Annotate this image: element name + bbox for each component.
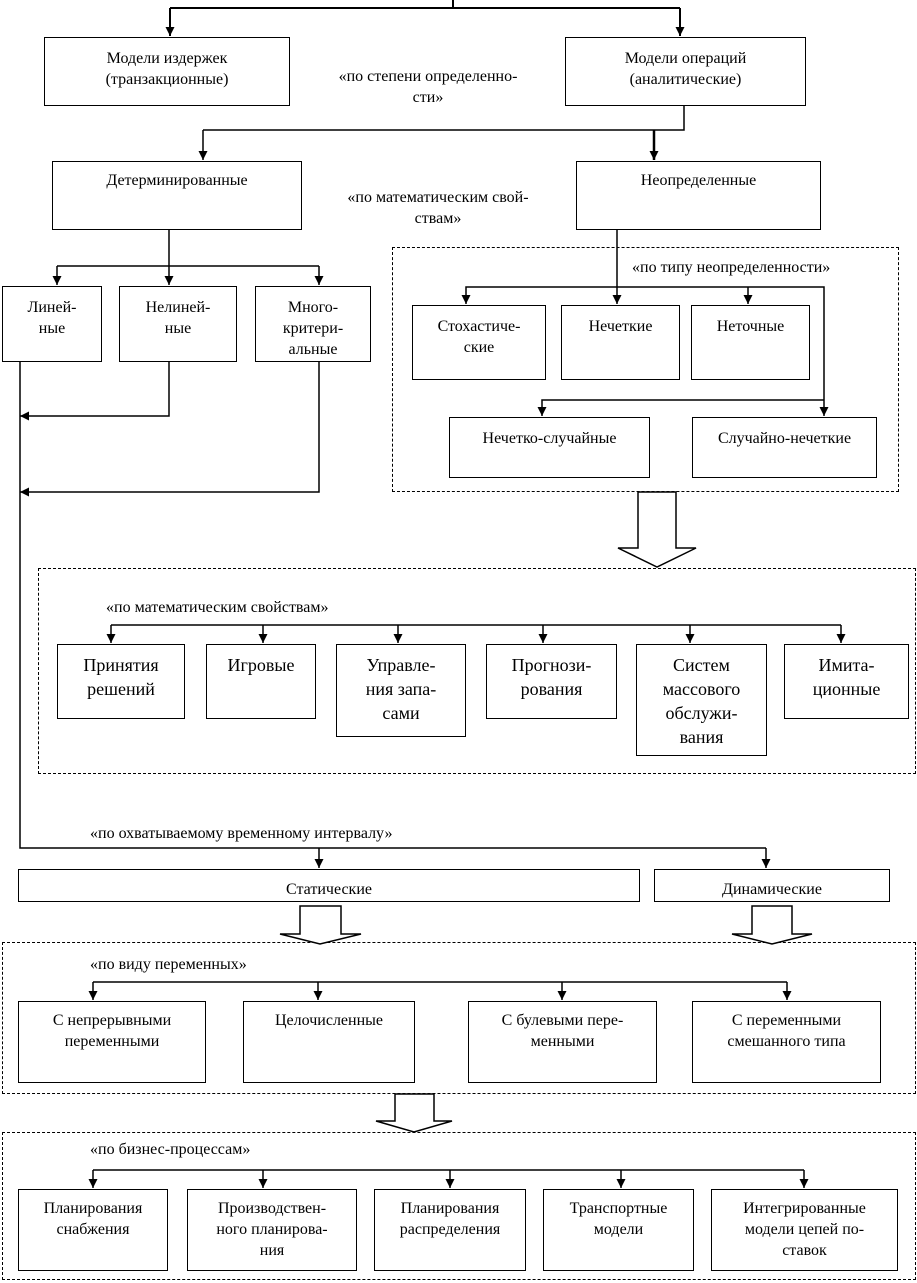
- continuous-box: С непрерывными переменными: [18, 1001, 206, 1083]
- uncertain-box: Неопределенные: [576, 161, 821, 230]
- determined-box: Детерминированные: [52, 161, 302, 230]
- game-box: Игровые: [206, 644, 316, 719]
- simulation-box: Имита- ционные: [784, 644, 909, 719]
- boolean-box: С булевыми пере- менными: [468, 1001, 657, 1083]
- decision-box: Принятия решений: [57, 644, 185, 719]
- cost-models-box: Модели издержек (транзакционные): [44, 37, 290, 106]
- integer-box: Целочисленные: [243, 1001, 415, 1083]
- criterion-certainty-label: «по степени определенно- сти»: [338, 68, 518, 106]
- stochastic-box: Стохастиче- ские: [412, 305, 546, 380]
- operation-models-box: Модели операций (аналитические): [565, 37, 806, 106]
- static-box: Статические: [18, 869, 640, 902]
- multicriteria-box: Много- критери- альные: [255, 286, 371, 362]
- supply-planning-box: Планирования снабжения: [18, 1189, 168, 1271]
- production-planning-box: Производствен- ного планирова- ния: [187, 1189, 357, 1271]
- variable-type-group: [2, 942, 916, 1094]
- fuzzy-box: Нечеткие: [561, 305, 680, 380]
- business-process-group: [2, 1132, 916, 1280]
- criterion-math-label-1: «по математическим свой- ствам»: [347, 189, 529, 227]
- distribution-planning-box: Планирования распределения: [374, 1189, 526, 1271]
- mixed-box: С переменными смешанного типа: [692, 1001, 881, 1083]
- transport-models-box: Транспортные модели: [543, 1189, 694, 1271]
- criterion-math-label-2: «по математическим свойствам»: [106, 599, 329, 616]
- criterion-business-label: «по бизнес-процессам»: [90, 1141, 251, 1158]
- integrated-supply-chain-box: Интегрированные модели цепей по- ставок: [711, 1189, 898, 1271]
- linear-box: Линей- ные: [2, 286, 102, 362]
- fuzzy-random-box: Нечетко-случайные: [449, 417, 650, 478]
- nonlinear-box: Нелиней- ные: [119, 286, 237, 362]
- criterion-time-label: «по охватываемому временному интервалу»: [90, 825, 393, 842]
- forecast-box: Прогнози- рования: [486, 644, 617, 719]
- queue-box: Систем массового обслужи- вания: [636, 644, 767, 756]
- inexact-box: Неточные: [691, 305, 810, 380]
- inventory-box: Управле- ния запа- сами: [336, 644, 466, 737]
- math-properties-group: [38, 568, 916, 774]
- criterion-uncertainty-type-label: «по типу неопределенности»: [632, 259, 831, 276]
- criterion-variables-label: «по виду переменных»: [90, 956, 247, 973]
- random-fuzzy-box: Случайно-нечеткие: [692, 417, 877, 478]
- dynamic-box: Динамические: [654, 869, 890, 902]
